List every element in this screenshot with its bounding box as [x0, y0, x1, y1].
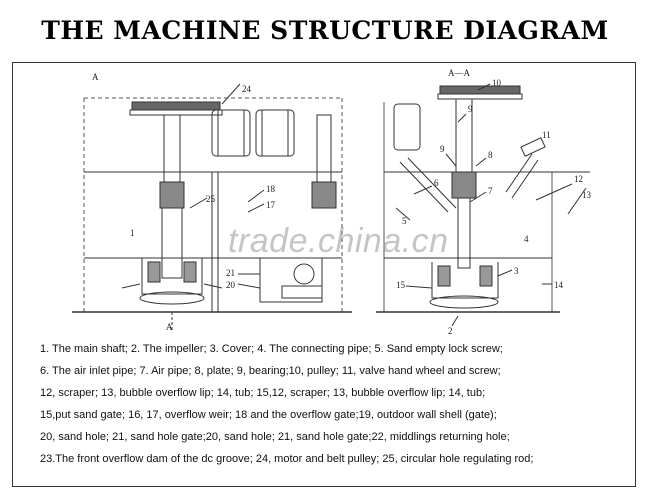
callout: 2 — [448, 326, 453, 336]
callout: 4 — [524, 234, 529, 244]
callout: 8 — [488, 150, 493, 160]
callout: 11 — [542, 130, 551, 140]
callout: 9 — [468, 104, 473, 114]
callout: 14 — [554, 280, 564, 290]
legend-line: 1. The main shaft; 2. The impeller; 3. C… — [40, 343, 503, 355]
callout: 12 — [574, 174, 583, 184]
legend-line: 12, scraper; 13, bubble overflow lip; 14… — [40, 387, 486, 399]
callout: 7 — [488, 186, 493, 196]
callout: 6 — [434, 178, 439, 188]
section-label-right: A—A — [448, 68, 470, 78]
parts-legend: 1. The main shaft; 2. The impeller; 3. C… — [40, 338, 630, 470]
callout: 9 — [440, 144, 445, 154]
machine-structure-drawing: A A—A A 24 25 18 17 21 20 10 9 9 8 7 6 5… — [72, 68, 592, 336]
watermark: trade.china.cn — [228, 222, 449, 260]
callout: 18 — [266, 184, 276, 194]
callout: 5 — [402, 216, 407, 226]
section-label-bottom-left: A — [166, 322, 173, 332]
callout: 15 — [396, 280, 406, 290]
left-view — [72, 83, 352, 330]
callout: 3 — [514, 266, 519, 276]
section-label-left: A — [92, 72, 99, 82]
callout: 25 — [206, 194, 216, 204]
legend-line: 6. The air inlet pipe; 7. Air pipe; 8, p… — [40, 365, 501, 377]
callout: 17 — [266, 200, 276, 210]
callout: 13 — [582, 190, 592, 200]
callout: 21 — [226, 268, 235, 278]
callout: 1 — [130, 228, 135, 238]
callout: 10 — [492, 78, 502, 88]
diagram-frame — [12, 62, 636, 487]
page-title: THE MACHINE STRUCTURE DIAGRAM — [41, 16, 609, 45]
legend-line: 23.The front overflow dam of the dc groo… — [40, 453, 534, 465]
right-view — [376, 83, 590, 327]
legend-line: 15,put sand gate; 16, 17, overflow weir;… — [40, 409, 497, 421]
legend-line: 20, sand hole; 21, sand hole gate;20, sa… — [40, 431, 510, 443]
callout: 20 — [226, 280, 236, 290]
callout: 24 — [242, 84, 252, 94]
